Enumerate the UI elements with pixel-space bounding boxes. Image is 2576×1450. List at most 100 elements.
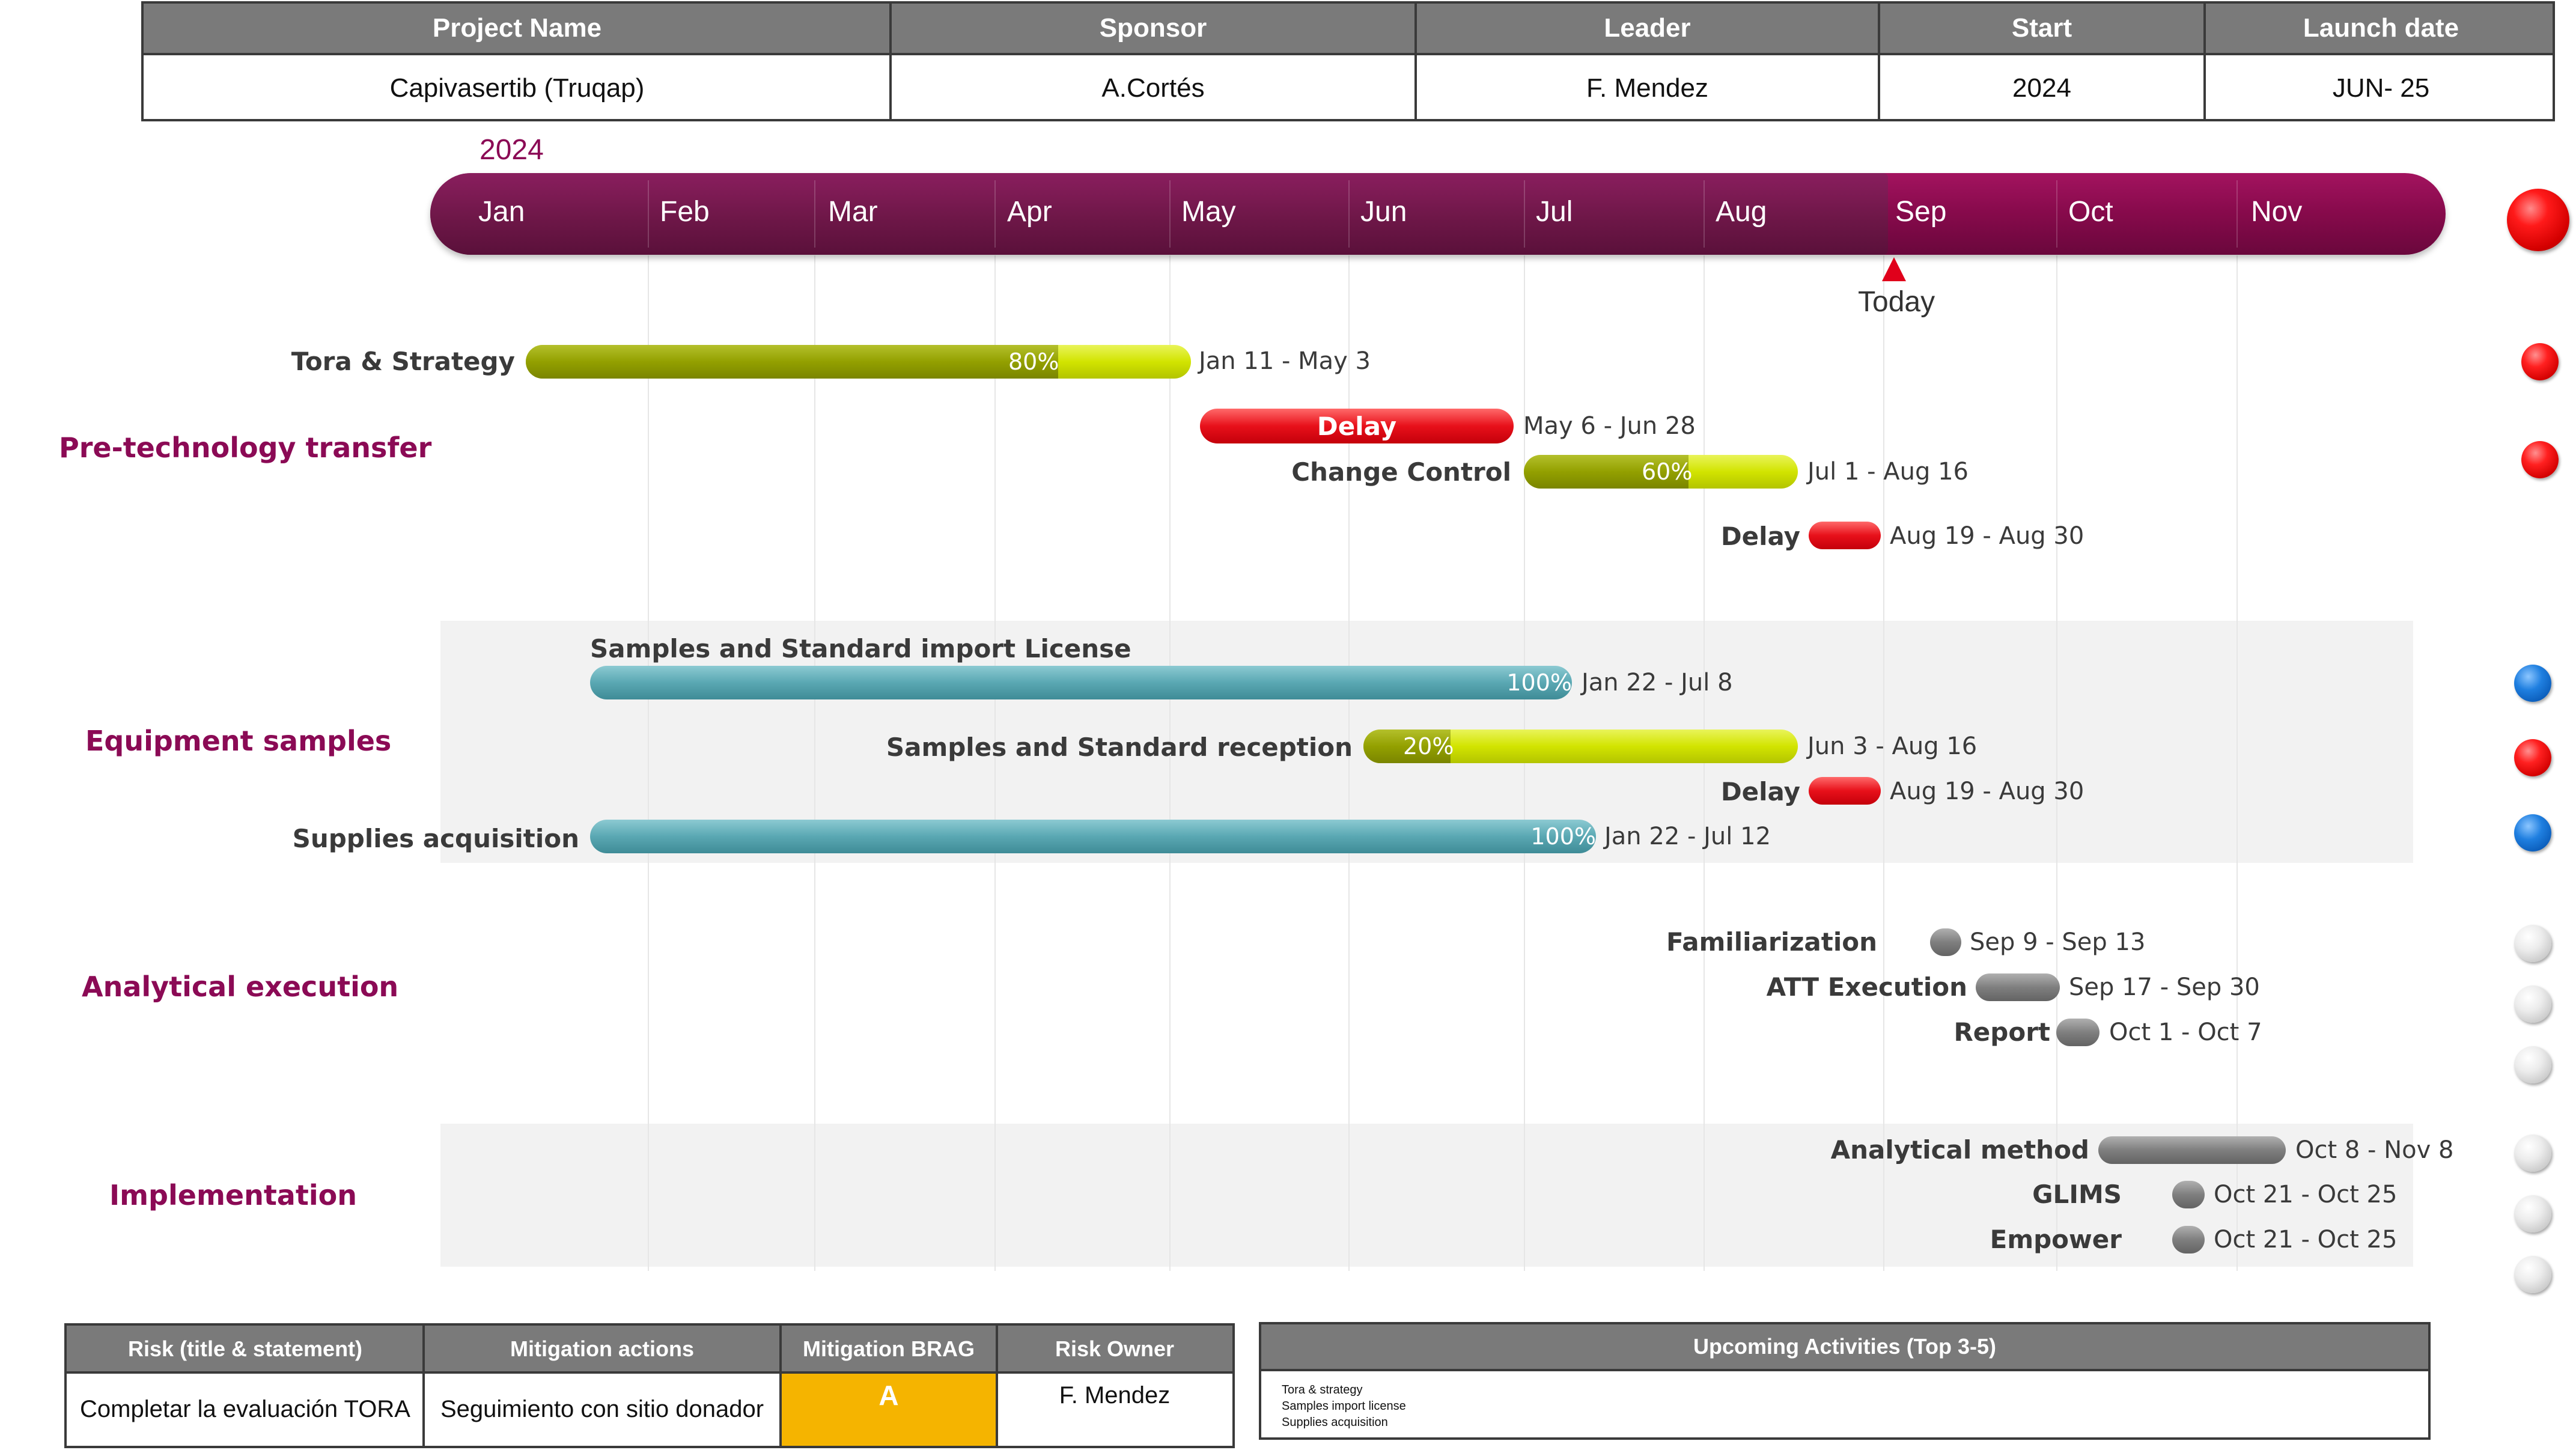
mitigation-header: Mitigation actions (424, 1326, 781, 1372)
status-indicator-gray (2514, 1256, 2551, 1293)
task-dates-glims: Oct 21 - Oct 25 (2214, 1181, 2398, 1208)
progress-fill (526, 345, 1058, 379)
status-indicator-gray (2514, 1046, 2551, 1083)
task-label-change-control: Change Control (1291, 457, 1511, 487)
task-dates-reception: Jun 3 - Aug 16 (1807, 733, 1978, 760)
task-bar-report[interactable] (2056, 1019, 2099, 1046)
column-divider (1414, 4, 1417, 119)
month-apr: Apr (1007, 196, 1052, 228)
status-indicator-blue (2514, 665, 2551, 702)
task-dates-tora-strategy: Jan 11 - May 3 (1199, 347, 1371, 375)
task-dates-supplies: Jan 22 - Jul 12 (1604, 823, 1771, 850)
task-bar-analytical-method[interactable] (2098, 1136, 2286, 1164)
progress-fill (1524, 455, 1688, 489)
task-bar-familiarization[interactable] (1930, 928, 1961, 956)
grid-line (648, 255, 649, 1271)
header-sponsor: Sponsor (1099, 13, 1207, 43)
task-bar-empower[interactable] (2172, 1226, 2205, 1254)
today-marker-icon (1882, 257, 1906, 281)
task-bar-supplies[interactable]: 100% (590, 820, 1596, 853)
status-indicator-red (2521, 441, 2559, 478)
task-bar-change-control[interactable]: 60% (1524, 455, 1798, 489)
upcoming-activities-panel: Upcoming Activities (Top 3-5) Tora & str… (1259, 1322, 2431, 1440)
status-indicator-blue (2514, 814, 2551, 851)
task-bar-att-execution[interactable] (1976, 973, 2060, 1001)
progress-percent: 80% (1008, 349, 1059, 375)
month-divider (814, 180, 815, 248)
header-leader: Leader (1604, 13, 1691, 43)
task-bar-import-license[interactable]: 100% (590, 666, 1572, 699)
task-label-reception: Samples and Standard reception (886, 733, 1353, 762)
task-dates-delay: May 6 - Jun 28 (1523, 412, 1696, 440)
task-bar-glims[interactable] (2172, 1181, 2205, 1208)
month-divider (1348, 180, 1350, 248)
task-label-delay: Delay (1720, 777, 1800, 806)
status-indicator-red (2514, 739, 2551, 776)
delay-label: Delay (1317, 411, 1397, 441)
list-item: Tora & strategy (1282, 1383, 1363, 1397)
risk-header: Risk (title & statement) (67, 1326, 424, 1372)
task-bar-tora-strategy[interactable]: 80% (526, 345, 1191, 379)
status-indicator-red (2521, 343, 2559, 380)
status-indicator-gray (2514, 925, 2551, 962)
task-dates-familiarization: Sep 9 - Sep 13 (1970, 928, 2146, 956)
column-divider (779, 1326, 782, 1446)
leader-value: F. Mendez (1586, 73, 1708, 103)
month-divider (1704, 180, 1705, 248)
header-project-name: Project Name (432, 13, 602, 43)
month-divider (994, 180, 996, 248)
launch-date-value: JUN- 25 (2332, 73, 2430, 103)
timeline-elapsed (430, 173, 1888, 255)
header-launch-date: Launch date (2303, 13, 2459, 43)
task-label-att-execution: ATT Execution (1766, 972, 1967, 1002)
progress-fill (1363, 730, 1451, 763)
start-value: 2024 (2012, 73, 2071, 103)
grid-line (1883, 255, 1884, 1271)
task-label-familiarization: Familiarization (1666, 927, 1877, 957)
task-dates-analytical-method: Oct 8 - Nov 8 (2295, 1136, 2454, 1164)
task-label-analytical-method: Analytical method (1830, 1135, 2089, 1165)
task-dates-delay: Aug 19 - Aug 30 (1890, 522, 2084, 550)
section-pre-technology-transfer: Pre-technology transfer (59, 431, 432, 464)
section-equipment-samples: Equipment samples (85, 725, 392, 757)
task-bar-delay[interactable]: Delay (1200, 409, 1514, 443)
status-indicator-gray (2514, 985, 2551, 1023)
grid-line (1348, 255, 1350, 1271)
task-label-delay: Delay (1720, 522, 1800, 551)
implementation-section-background (440, 1124, 2413, 1267)
progress-percent: 60% (1642, 458, 1693, 485)
section-analytical-execution: Analytical execution (82, 970, 399, 1003)
status-indicator-gray (2514, 1135, 2551, 1172)
month-divider (1524, 180, 1525, 248)
header-row (144, 4, 2553, 55)
column-divider (2203, 4, 2206, 119)
month-divider (648, 180, 649, 248)
header-start: Start (2011, 13, 2072, 43)
sponsor-value: A.Cortés (1101, 73, 1205, 103)
month-divider (1169, 180, 1171, 248)
task-label-import-license: Samples and Standard import License (590, 634, 1131, 663)
month-aug: Aug (1716, 196, 1767, 228)
task-label-glims: GLIMS (2032, 1180, 2122, 1209)
progress-percent: 100% (1506, 669, 1572, 696)
task-dates-report: Oct 1 - Oct 7 (2109, 1019, 2262, 1046)
task-bar-delay[interactable] (1809, 777, 1881, 805)
risk-table: Risk (title & statement) Mitigation acti… (64, 1323, 1235, 1448)
timeline-year: 2024 (480, 134, 544, 166)
task-bar-delay[interactable] (1809, 522, 1881, 549)
overall-status-indicator (2507, 189, 2569, 251)
month-jul: Jul (1536, 196, 1573, 228)
project-header-table: Project Name Sponsor Leader Start Launch… (141, 1, 2555, 121)
progress-percent: 20% (1403, 733, 1454, 760)
upcoming-activities-list: Tora & strategy Samples import license S… (1282, 1382, 1406, 1431)
month-feb: Feb (660, 196, 710, 228)
owner-header: Risk Owner (997, 1326, 1232, 1372)
month-jun: Jun (1360, 196, 1407, 228)
task-label-supplies: Supplies acquisition (292, 824, 579, 853)
column-divider (996, 1326, 998, 1446)
list-item: Samples import license (1282, 1400, 1406, 1413)
month-oct: Oct (2068, 196, 2113, 228)
task-bar-reception[interactable]: 20% (1363, 730, 1798, 763)
month-divider (2056, 180, 2057, 248)
